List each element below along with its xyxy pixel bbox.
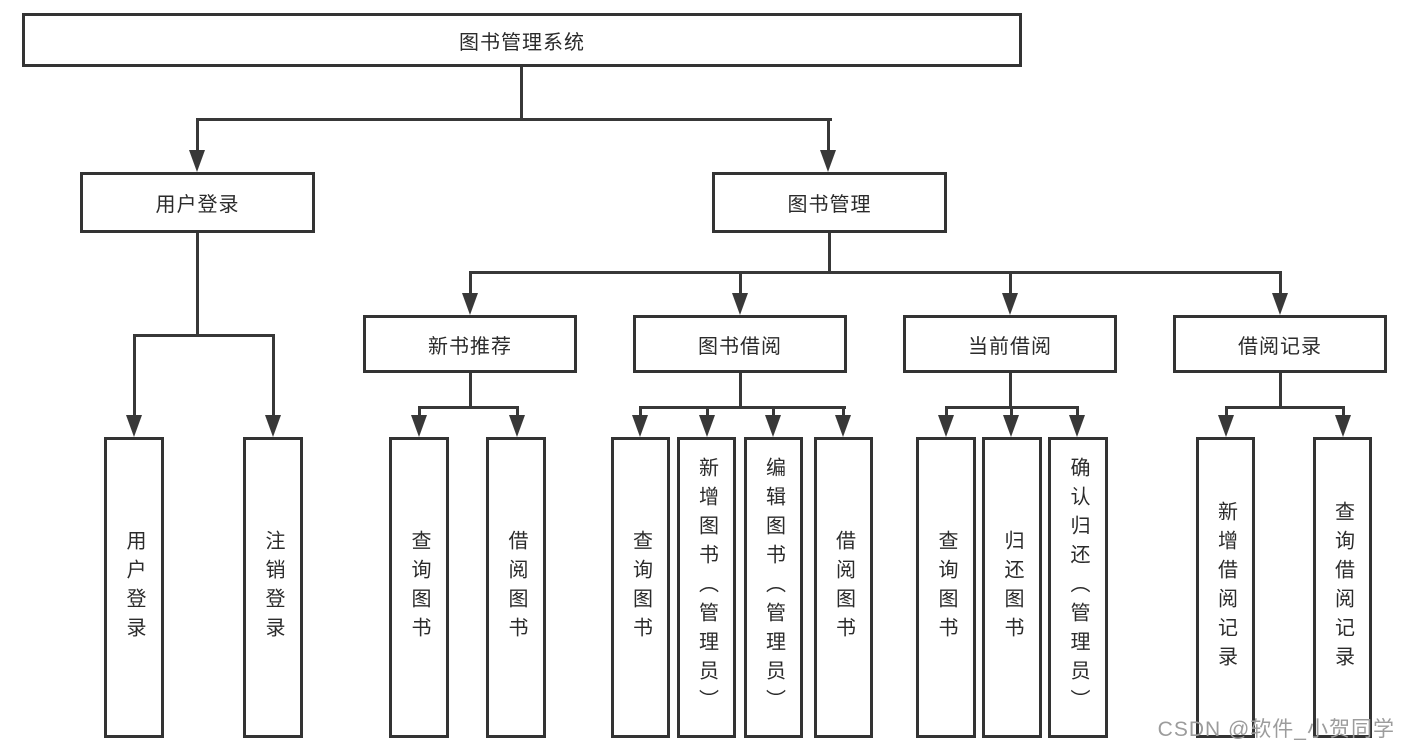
connector-vline — [133, 334, 136, 417]
arrowhead-down-icon — [1002, 293, 1018, 315]
leaf-borrow-edit-books-admin: 编辑图书（管理员） — [744, 437, 803, 738]
leaf-newbook-query-books: 查询图书 — [389, 437, 449, 738]
watermark: CSDN @软件_小贺同学 — [1157, 718, 1395, 741]
leaf-user-login-label: 用户登录 — [123, 529, 145, 646]
leaf-current-confirm-return-admin-label: 确认归还（管理员） — [1067, 457, 1089, 718]
node-user-login-label: 用户登录 — [155, 194, 240, 216]
leaf-borrow-query-books: 查询图书 — [611, 437, 670, 738]
arrowhead-down-icon — [1069, 415, 1085, 437]
arrowhead-down-icon — [938, 415, 954, 437]
arrowhead-down-icon — [126, 415, 142, 437]
leaf-borrow-borrow-books-label: 借阅图书 — [832, 529, 855, 646]
leaf-borrow-borrow-books: 借阅图书 — [814, 437, 873, 738]
arrowhead-down-icon — [411, 415, 427, 437]
connector-vline — [196, 233, 199, 337]
connector-hline — [1225, 406, 1345, 409]
arrowhead-down-icon — [189, 150, 205, 172]
arrowhead-down-icon — [1335, 415, 1351, 437]
node-current-borrowing-label: 当前借阅 — [968, 335, 1052, 358]
arrowhead-down-icon — [462, 293, 478, 315]
connector-vline — [772, 406, 775, 417]
connector-hline — [133, 334, 275, 337]
leaf-record-add-label: 新增借阅记录 — [1214, 500, 1237, 675]
leaf-logout-label: 注销登录 — [262, 529, 284, 646]
connector-vline — [828, 233, 831, 274]
arrowhead-down-icon — [765, 415, 781, 437]
connector-vline — [1076, 406, 1079, 417]
node-book-management-label: 图书管理 — [787, 194, 872, 216]
leaf-borrow-query-books-label: 查询图书 — [629, 529, 652, 646]
arrowhead-down-icon — [1003, 415, 1019, 437]
leaf-record-query: 查询借阅记录 — [1313, 437, 1372, 738]
leaf-current-confirm-return-admin: 确认归还（管理员） — [1048, 437, 1108, 738]
leaf-newbook-borrow-books: 借阅图书 — [486, 437, 546, 738]
arrowhead-down-icon — [820, 150, 836, 172]
node-user-login: 用户登录 — [80, 172, 315, 233]
connector-vline — [272, 334, 275, 417]
node-book-management: 图书管理 — [712, 172, 947, 233]
node-current-borrowing: 当前借阅 — [903, 315, 1117, 373]
connector-vline — [706, 406, 709, 417]
connector-vline — [418, 406, 421, 417]
connector-vline — [196, 118, 199, 152]
node-book-borrowing-label: 图书借阅 — [698, 335, 782, 358]
leaf-logout: 注销登录 — [243, 437, 303, 738]
connector-vline — [739, 373, 742, 409]
leaf-current-return-books-label: 归还图书 — [1001, 529, 1023, 646]
connector-vline — [1009, 271, 1012, 295]
arrowhead-down-icon — [835, 415, 851, 437]
leaf-newbook-borrow-books-label: 借阅图书 — [505, 529, 527, 646]
connector-vline — [516, 406, 519, 417]
connector-hline — [639, 406, 846, 409]
leaf-borrow-add-books-admin-label: 新增图书（管理员） — [695, 457, 718, 718]
leaf-current-query-books: 查询图书 — [916, 437, 976, 738]
leaf-current-return-books: 归还图书 — [982, 437, 1042, 738]
leaf-borrow-edit-books-admin-label: 编辑图书（管理员） — [762, 457, 785, 718]
connector-vline — [1225, 406, 1228, 417]
connector-hline — [469, 271, 1282, 274]
node-root-label: 图书管理系统 — [459, 31, 585, 54]
leaf-borrow-add-books-admin: 新增图书（管理员） — [677, 437, 736, 738]
leaf-current-query-books-label: 查询图书 — [935, 529, 957, 646]
node-borrowing-records: 借阅记录 — [1173, 315, 1387, 373]
connector-vline — [469, 373, 472, 409]
connector-vline — [1279, 373, 1282, 409]
connector-vline — [1010, 406, 1013, 417]
arrowhead-down-icon — [699, 415, 715, 437]
connector-vline — [945, 406, 948, 417]
arrowhead-down-icon — [732, 293, 748, 315]
arrowhead-down-icon — [1218, 415, 1234, 437]
node-new-book-recommend: 新书推荐 — [363, 315, 577, 373]
arrowhead-down-icon — [265, 415, 281, 437]
node-new-book-recommend-label: 新书推荐 — [428, 335, 512, 358]
connector-vline — [1279, 271, 1282, 295]
connector-vline — [469, 271, 472, 295]
leaf-newbook-query-books-label: 查询图书 — [408, 529, 430, 646]
connector-vline — [842, 406, 845, 417]
connector-vline — [1342, 406, 1345, 417]
leaf-record-add: 新增借阅记录 — [1196, 437, 1255, 738]
leaf-user-login: 用户登录 — [104, 437, 164, 738]
node-root: 图书管理系统 — [22, 13, 1022, 67]
arrowhead-down-icon — [509, 415, 525, 437]
connector-vline — [639, 406, 642, 417]
connector-vline — [520, 67, 523, 120]
leaf-record-query-label: 查询借阅记录 — [1331, 500, 1354, 675]
node-borrowing-records-label: 借阅记录 — [1238, 335, 1322, 358]
connector-vline — [739, 271, 742, 295]
node-book-borrowing: 图书借阅 — [633, 315, 847, 373]
connector-vline — [827, 118, 830, 152]
connector-vline — [1009, 373, 1012, 409]
arrowhead-down-icon — [632, 415, 648, 437]
connector-hline — [418, 406, 519, 409]
arrowhead-down-icon — [1272, 293, 1288, 315]
connector-hline — [196, 118, 832, 121]
